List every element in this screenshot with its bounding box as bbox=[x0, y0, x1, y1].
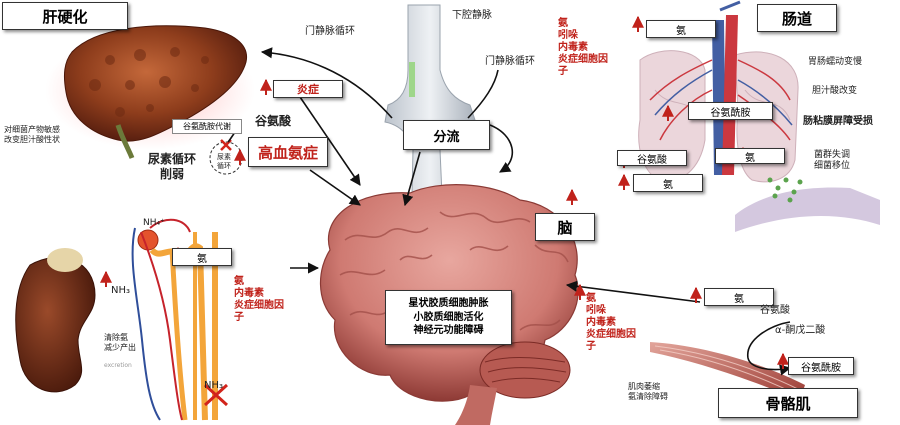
gut-mucosa: 肠粘膜屏障受损 bbox=[803, 116, 873, 127]
arrow-muscle-brain bbox=[565, 280, 701, 303]
liver-bacterial-note: 对细菌产物敏感 改变胆汁酸性状 bbox=[4, 125, 60, 144]
kidney-nh3-bottom: NH₃ bbox=[204, 380, 224, 391]
arrow-hyper-brain bbox=[309, 169, 361, 206]
vena-cava bbox=[384, 4, 476, 196]
liver-title: 肝硬化 bbox=[42, 7, 88, 26]
gut-vein bbox=[712, 20, 726, 175]
muscle-fibers bbox=[650, 342, 805, 400]
liver-glutamate: 谷氨酸 bbox=[255, 114, 292, 128]
muscle-glutamine: 谷氨酰胺 bbox=[801, 362, 841, 374]
kidney-mediators: 氨 内毒素 炎症细胞因 子 bbox=[234, 276, 284, 323]
gut-ammonia-mid: 氨 bbox=[745, 152, 755, 164]
muscle-glutamine-box: 谷氨酰胺 bbox=[788, 357, 854, 375]
top-mediators: 氨 吲哚 内毒素 炎症细胞因 子 bbox=[558, 18, 608, 77]
ivc-label: 下腔静脉 bbox=[452, 10, 492, 21]
gut-title: 肠道 bbox=[781, 9, 812, 28]
muscle-mediators: 氨 吲哚 内毒素 炎症细胞因 子 bbox=[586, 293, 636, 352]
gut-mucosa bbox=[735, 187, 880, 232]
inflammation-label: 炎症 bbox=[297, 83, 319, 96]
shunt-label: 分流 bbox=[433, 129, 460, 145]
inflammation-box: 炎症 bbox=[273, 80, 343, 98]
liver-title-box: 肝硬化 bbox=[2, 2, 128, 30]
muscle-glutamate: 谷氨酸 bbox=[760, 305, 790, 316]
cerebellum bbox=[479, 341, 571, 399]
muscle-akg: α-酮戊二酸 bbox=[775, 325, 826, 336]
gut-dysbiosis: 菌群失调 细菌移位 bbox=[814, 150, 851, 172]
urea-cycle-weak: 尿素循环 削弱 bbox=[148, 152, 197, 181]
muscle-ammonia: 氨 bbox=[734, 293, 744, 305]
liver-organ bbox=[63, 25, 248, 142]
muscle-title-box: 骨骼肌 bbox=[718, 388, 858, 418]
gut-title-box: 肠道 bbox=[757, 4, 837, 32]
gut-glutamine: 谷氨酰胺 bbox=[710, 107, 751, 119]
arrow-shunt-brain bbox=[402, 151, 421, 207]
kidney-ammonia-box: 氨 bbox=[172, 248, 232, 266]
brain-effects: 星状胶质细胞肿胀 小胶质细胞活化 神经元功能障碍 bbox=[408, 298, 489, 337]
gut-ammonia-bottom: 氨 bbox=[663, 179, 673, 191]
kidney-nh3: NH₃ bbox=[111, 285, 131, 296]
gut-ammonia-top: 氨 bbox=[676, 25, 686, 37]
brain-stem bbox=[455, 385, 497, 425]
muscle-title: 骨骼肌 bbox=[765, 394, 811, 413]
portal-right-label: 门静脉循环 bbox=[485, 56, 535, 67]
gut-glutamine-box: 谷氨酰胺 bbox=[688, 102, 773, 120]
gut-glutamate-box: 谷氨酸 bbox=[617, 150, 687, 166]
portal-left-label: 门静脉循环 bbox=[305, 26, 355, 37]
brain-effects-box: 星状胶质细胞肿胀 小胶质细胞活化 神经元功能障碍 bbox=[385, 290, 512, 345]
hyperammonemia-label: 高血氨症 bbox=[257, 143, 318, 162]
gut-ammonia-mid-box: 氨 bbox=[715, 148, 785, 164]
gut-artery bbox=[722, 15, 738, 175]
arrow-portal-right bbox=[467, 69, 499, 119]
kidney-nh4: NH₄⁺ bbox=[143, 218, 165, 228]
glutamine-metabolism-box: 谷氨酰胺代谢 bbox=[172, 119, 242, 134]
arrow-shunt-curve bbox=[489, 124, 514, 173]
hyperammonemia-box: 高血氨症 bbox=[248, 137, 328, 167]
arrow-portal-to-liver bbox=[260, 47, 393, 119]
arrow-akg-loop bbox=[747, 321, 792, 376]
brain-title: 脑 bbox=[557, 218, 573, 237]
gut-ammonia-bottom-box: 氨 bbox=[633, 174, 703, 192]
kidney-organ bbox=[15, 256, 96, 393]
glutamine-metabolism-label: 谷氨酰胺代谢 bbox=[183, 122, 231, 131]
arrow-inflammation-brain bbox=[299, 96, 361, 186]
kidney-clearance: 清除氨 减少产出 bbox=[104, 333, 136, 352]
muscle-ammonia-box: 氨 bbox=[704, 288, 774, 306]
kidney-ammonia: 氨 bbox=[197, 253, 207, 265]
gut-bile: 胆汁酸改变 bbox=[812, 86, 858, 96]
muscle-atrophy: 肌肉萎缩 氨清除障碍 bbox=[628, 382, 668, 401]
gut-ammonia-top-box: 氨 bbox=[646, 20, 716, 38]
shunt-box: 分流 bbox=[403, 120, 490, 150]
gut-motility: 胃肠蠕动变慢 bbox=[808, 57, 863, 67]
brain-title-box: 脑 bbox=[535, 213, 595, 241]
urea-cycle-small: 尿素 循环 bbox=[217, 153, 231, 170]
kidney-excretion: excretion bbox=[104, 362, 132, 369]
gut-glutamate: 谷氨酸 bbox=[637, 154, 667, 166]
